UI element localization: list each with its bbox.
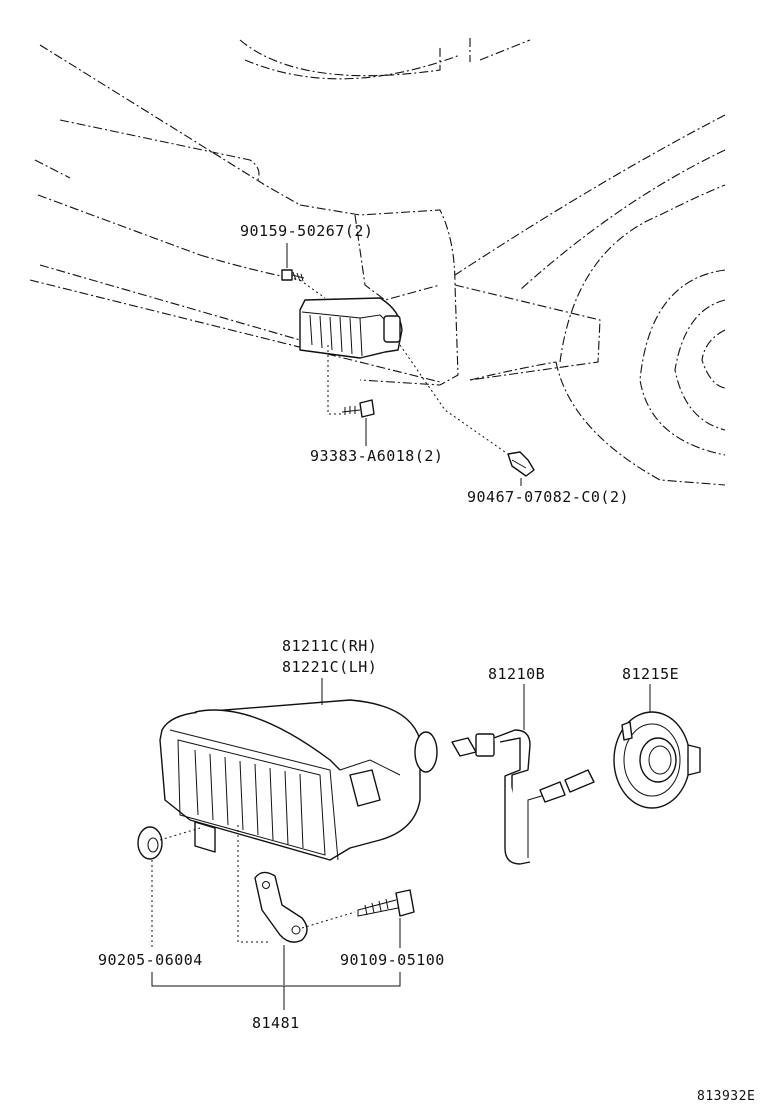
bulb-icon bbox=[451, 729, 595, 865]
fog-lamp-assembly-icon bbox=[159, 699, 438, 861]
socket-icon bbox=[613, 711, 701, 809]
nut-icon bbox=[137, 826, 163, 860]
clip-icon bbox=[507, 451, 535, 477]
fog-lamp-installed bbox=[299, 297, 403, 359]
bolt-top-icon bbox=[281, 269, 305, 282]
label-nut: 90205-06004 bbox=[98, 951, 203, 969]
label-screw-mid: 93383-A6018(2) bbox=[310, 447, 443, 465]
screw-mid-icon bbox=[341, 399, 375, 418]
label-lamp-rh: 81211C(RH) bbox=[282, 637, 377, 655]
label-socket: 81215E bbox=[622, 665, 679, 683]
label-lamp-lh: 81221C(LH) bbox=[282, 658, 377, 676]
bracket-icon bbox=[254, 871, 308, 943]
drawing-id: 813932E bbox=[697, 1089, 755, 1104]
label-clip: 90467-07082-C0(2) bbox=[467, 488, 629, 506]
label-bolt-bracket: 90109-05100 bbox=[340, 951, 445, 969]
label-bolt-top: 90159-50267(2) bbox=[240, 222, 373, 240]
bolt-bracket-icon bbox=[357, 889, 415, 917]
vehicle-body-outline bbox=[29, 38, 726, 486]
label-bulb: 81210B bbox=[488, 665, 545, 683]
label-bracket: 81481 bbox=[252, 1014, 300, 1032]
